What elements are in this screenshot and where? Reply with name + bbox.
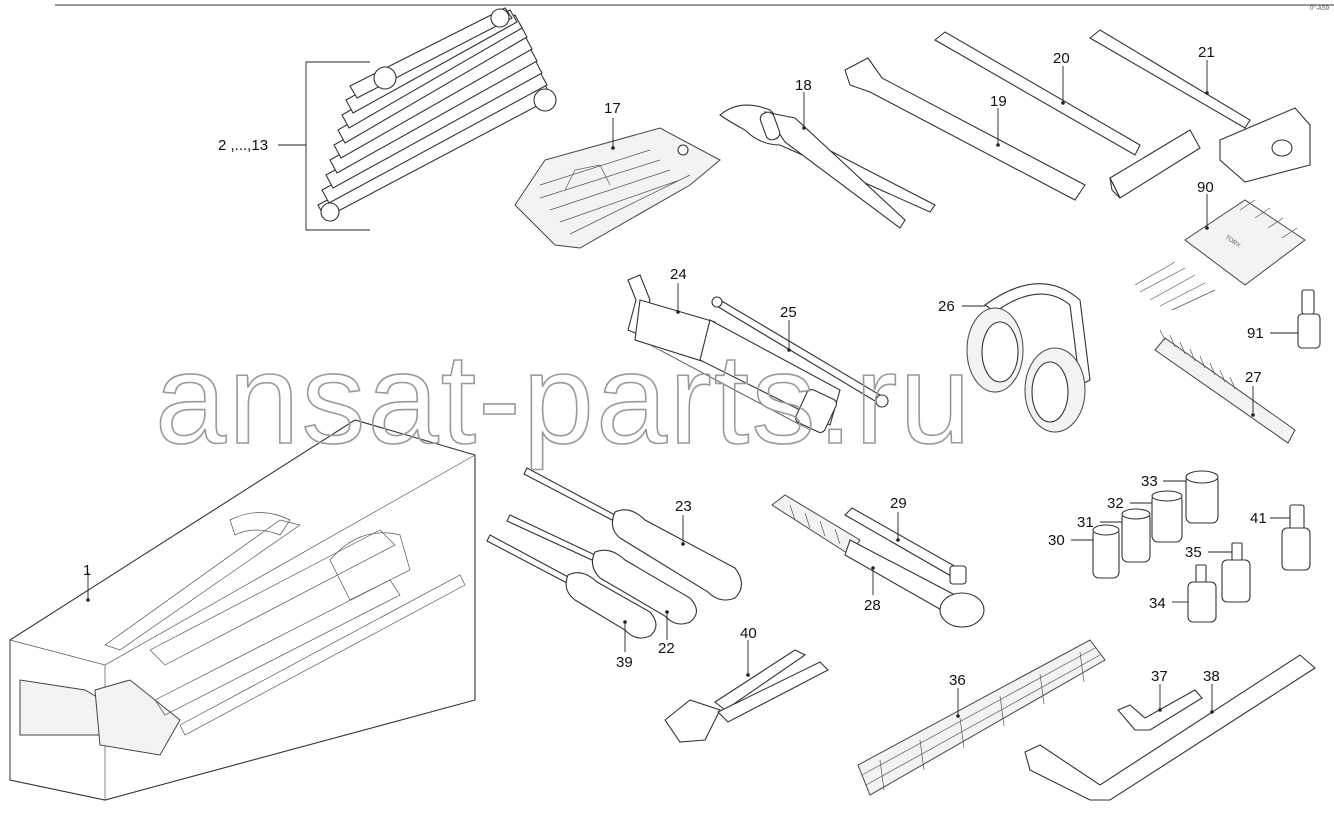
torx-bit-icon xyxy=(1270,289,1321,349)
label-38: 38 xyxy=(1203,668,1220,685)
label-91: 91 xyxy=(1247,325,1264,342)
socket-34-icon xyxy=(1172,564,1217,623)
label-33: 33 xyxy=(1141,473,1158,490)
label-31: 31 xyxy=(1077,514,1094,531)
label-39: 39 xyxy=(616,654,633,671)
hex-key-pouch-icon xyxy=(514,118,721,249)
label-25: 25 xyxy=(780,304,797,321)
label-20: 20 xyxy=(1053,50,1070,67)
socket-30-icon xyxy=(1071,524,1120,579)
hammer-small-icon xyxy=(934,31,1201,199)
screwdriver-small-icon xyxy=(486,534,657,652)
label-40: 40 xyxy=(740,625,757,642)
label-18: 18 xyxy=(795,77,812,94)
torx-key-set-icon: TORX xyxy=(1134,194,1306,311)
socket-33-icon xyxy=(1163,470,1219,524)
label-37: 37 xyxy=(1151,668,1168,685)
label-19: 19 xyxy=(990,93,1007,110)
label-41: 41 xyxy=(1250,510,1267,527)
label-27: 27 xyxy=(1245,369,1262,386)
socket-32-icon xyxy=(1130,490,1183,543)
label-32: 32 xyxy=(1107,495,1124,512)
ratchet-icon xyxy=(771,494,985,628)
hex-key-small-icon xyxy=(1117,684,1203,731)
label-90: 90 xyxy=(1197,179,1214,196)
chisel-icon xyxy=(844,57,1086,201)
label-29: 29 xyxy=(890,495,907,512)
label-22: 22 xyxy=(658,640,675,657)
hex-key-large-icon xyxy=(1024,654,1316,801)
label-23: 23 xyxy=(675,498,692,515)
extension-bar-icon xyxy=(844,507,967,585)
folding-rule-icon xyxy=(857,639,1106,796)
socket-41-icon xyxy=(1270,504,1311,571)
label-36: 36 xyxy=(949,672,966,689)
grease-gun-icon xyxy=(627,274,841,433)
tool-box-icon xyxy=(9,419,476,801)
label-24: 24 xyxy=(670,266,687,283)
water-pump-pliers-icon xyxy=(719,92,936,229)
wire-brush-icon xyxy=(1154,329,1296,444)
label-26: 26 xyxy=(938,298,955,315)
doc-code: 0°-AS9 xyxy=(1310,6,1330,12)
label-1: 1 xyxy=(83,562,91,579)
label-34: 34 xyxy=(1149,595,1166,612)
wrench-set-icon xyxy=(278,7,557,231)
label-28: 28 xyxy=(864,597,881,614)
grease-hose-icon xyxy=(711,296,889,408)
socket-35-icon xyxy=(1208,542,1251,603)
label-35: 35 xyxy=(1185,544,1202,561)
ear-protection-icon xyxy=(962,283,1091,433)
watermark-text: ansat-parts.ru xyxy=(155,328,973,471)
screwdriver-medium-icon xyxy=(506,514,698,640)
side-cutters-icon xyxy=(664,640,829,743)
label-2-13: 2 ,...,13 xyxy=(218,137,268,154)
sledge-hammer-icon xyxy=(1089,29,1311,183)
label-30: 30 xyxy=(1048,532,1065,549)
socket-31-icon xyxy=(1100,508,1151,563)
label-17: 17 xyxy=(604,100,621,117)
label-21: 21 xyxy=(1198,44,1215,61)
screwdriver-large-icon xyxy=(523,467,743,601)
